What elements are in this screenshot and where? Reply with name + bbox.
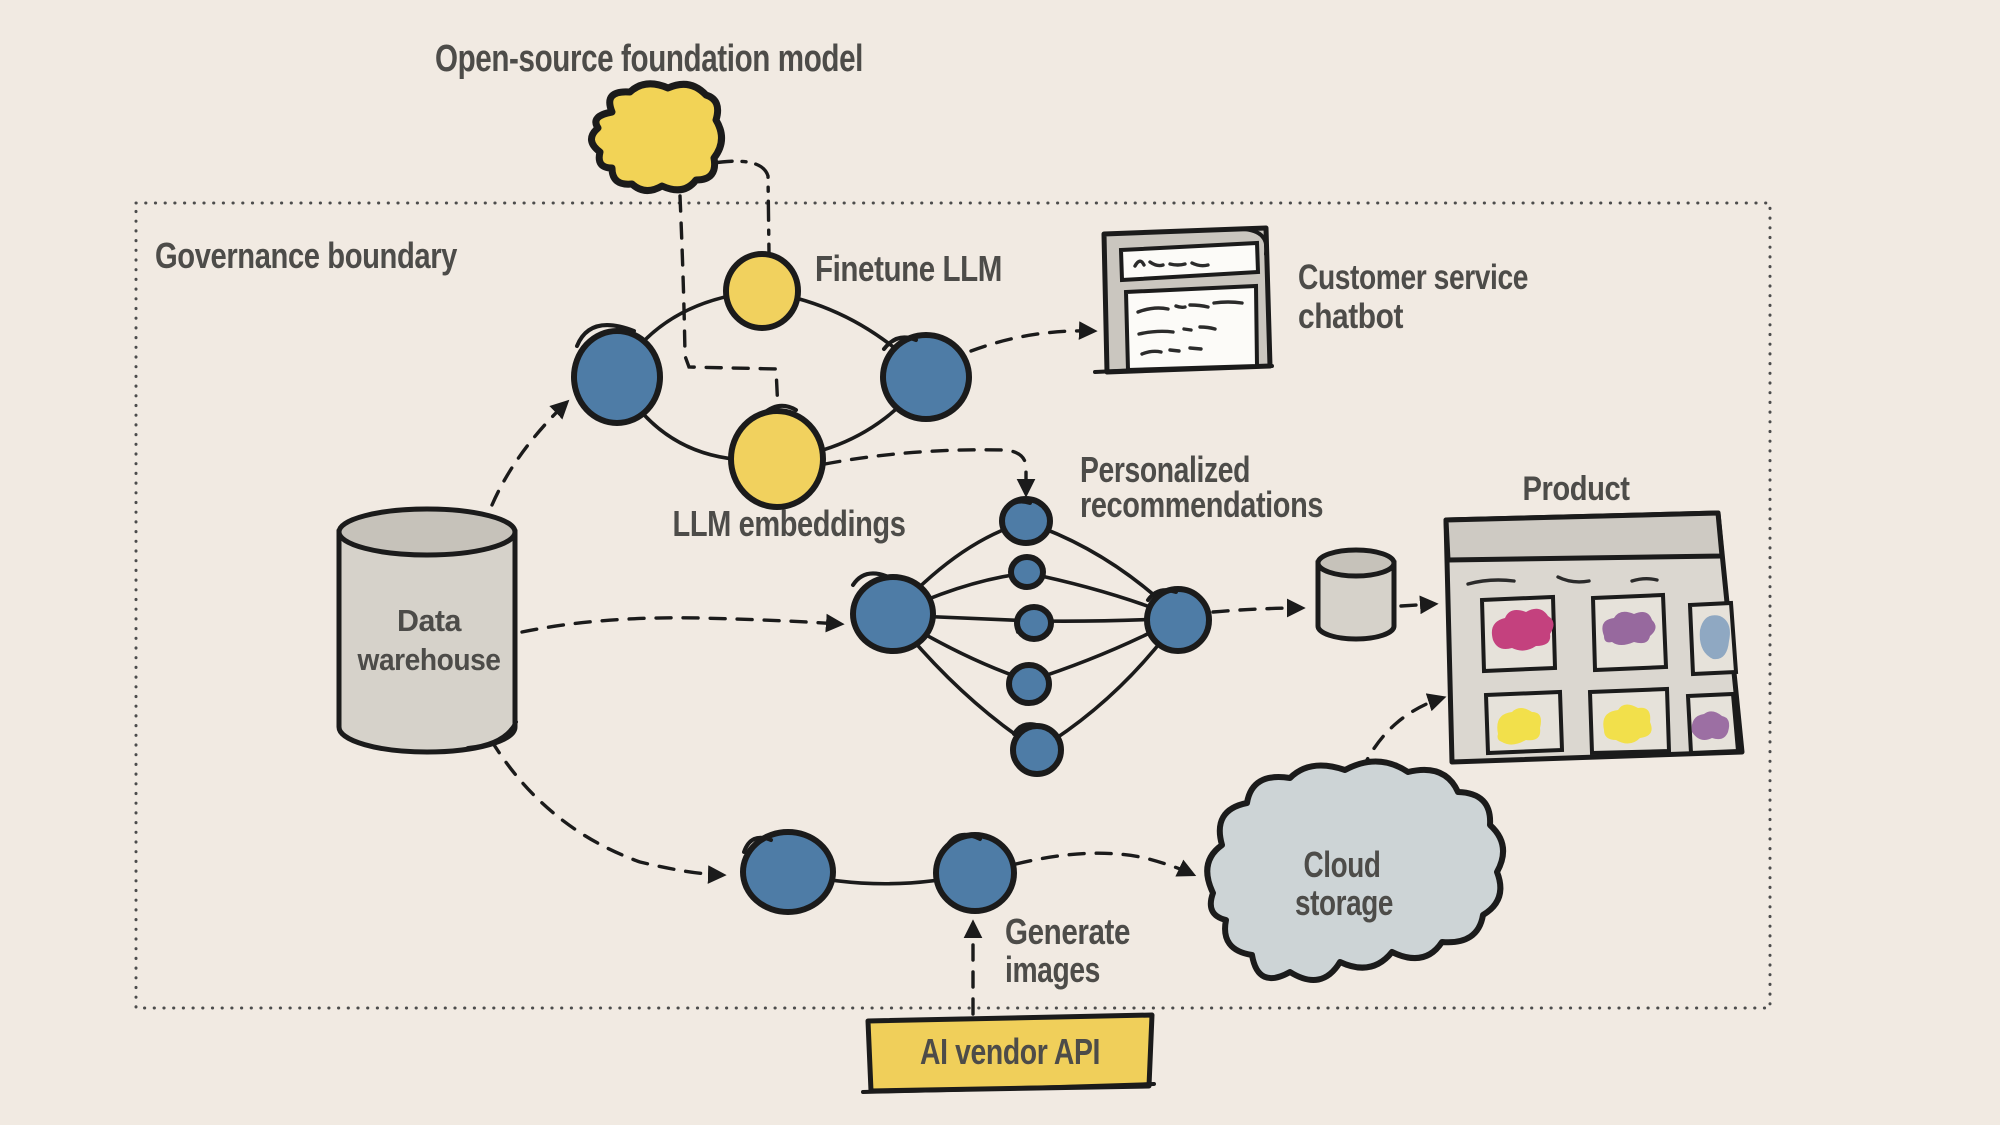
- product-window: [1443, 510, 1745, 765]
- arrow-warehouse-to-generate: [489, 738, 727, 884]
- scribble-text: [1136, 300, 1244, 356]
- cloud-storage-shape: [1204, 758, 1507, 983]
- recommender-node-input: [850, 574, 936, 654]
- sketch-stroke: [575, 323, 636, 348]
- product-image-swatch: [1603, 704, 1652, 744]
- product-image-swatch: [1497, 708, 1541, 745]
- sketch-stroke: [882, 335, 918, 351]
- sketch-stroke: [1146, 588, 1178, 602]
- feature-store-cylinder: [1315, 547, 1397, 642]
- label-foundation-model: Open-source foundation model: [435, 38, 863, 80]
- arrow-foundation-to-finetune: [711, 159, 771, 255]
- label-chatbot-1: Customer service: [1298, 258, 1528, 297]
- arrow-warehouse-to-recommender: [520, 613, 845, 634]
- label-governance-boundary: Governance boundary: [155, 235, 457, 276]
- chatbot-window: [1093, 225, 1274, 375]
- window-body: [1123, 283, 1260, 373]
- sketch-stroke: [1012, 722, 1042, 736]
- recommender-node-h1: [999, 496, 1053, 546]
- arrow-embeddings-to-recommender: [823, 448, 1036, 498]
- governance-boundary-box: [134, 201, 1772, 1010]
- scribble-text: [1466, 575, 1659, 586]
- sketch-stroke: [851, 571, 888, 587]
- label-llm-embeddings: LLM embeddings: [673, 503, 906, 544]
- sketch-stroke: [1004, 499, 1032, 512]
- recommender-node-output: [1144, 586, 1212, 654]
- product-image-swatch: [1602, 611, 1656, 645]
- sketch-stroke: [861, 1082, 1156, 1094]
- arrow-warehouse-to-finetune: [490, 399, 570, 507]
- finetune-node-top: [723, 251, 801, 331]
- generate-images-nodes: [740, 829, 1017, 915]
- arrow-finetune-to-chatbot: [969, 321, 1098, 353]
- sketch-stroke: [761, 403, 798, 416]
- label-ai-vendor-api: AI vendor API: [920, 1031, 1100, 1072]
- ai-vendor-api-box: [861, 1012, 1156, 1094]
- arrow-store-to-product: [1399, 595, 1439, 615]
- sketch-stroke: [1014, 605, 1033, 634]
- recommender-node-h2: [1008, 554, 1046, 590]
- product-image-swatch: [1691, 711, 1730, 740]
- cylinder-body: [1315, 560, 1397, 642]
- label-cloud-2: storage: [1295, 882, 1393, 923]
- arrow-generate-to-cloud: [1014, 851, 1197, 877]
- arrow-recommender-to-store: [1211, 598, 1306, 618]
- recommender-node-h5: [1010, 723, 1064, 777]
- generate-node-left: [740, 829, 836, 915]
- scribble-text: [1133, 259, 1210, 268]
- recommender-node-h4: [1006, 662, 1052, 706]
- sketch-stroke: [466, 720, 518, 750]
- data-warehouse-cylinder: [336, 506, 518, 755]
- cylinder-top: [336, 506, 518, 558]
- window-titlebar: [1118, 240, 1261, 283]
- finetune-node-left: [571, 328, 663, 426]
- label-finetune-llm: Finetune LLM: [815, 248, 1002, 289]
- embeddings-node: [728, 408, 826, 510]
- finetune-node-right: [880, 332, 972, 422]
- product-image-swatch: [1491, 608, 1554, 651]
- label-generate-1: Generate: [1005, 911, 1130, 952]
- label-recommendations-1: Personalized: [1080, 449, 1250, 490]
- sketch-stroke: [742, 835, 773, 854]
- label-generate-2: images: [1005, 949, 1100, 990]
- product-header: [1443, 510, 1725, 563]
- label-recommendations-2: recommendations: [1080, 484, 1323, 525]
- label-product: Product: [1523, 470, 1630, 508]
- recommender-network: [850, 496, 1212, 777]
- label-chatbot-2: chatbot: [1298, 297, 1404, 336]
- sketch-stroke: [945, 832, 982, 848]
- cylinder-body: [336, 529, 518, 755]
- arrow-foundation-to-embeddings: [678, 194, 780, 412]
- sketch-stroke: [1241, 227, 1269, 256]
- label-data-warehouse-2: warehouse: [357, 642, 501, 677]
- finetune-network: [571, 251, 972, 510]
- label-data-warehouse-1: Data: [397, 603, 462, 638]
- foundation-model-blob: [588, 80, 725, 194]
- label-cloud-1: Cloud: [1304, 844, 1381, 885]
- product-image-swatch: [1699, 615, 1730, 660]
- cylinder-top: [1315, 547, 1397, 579]
